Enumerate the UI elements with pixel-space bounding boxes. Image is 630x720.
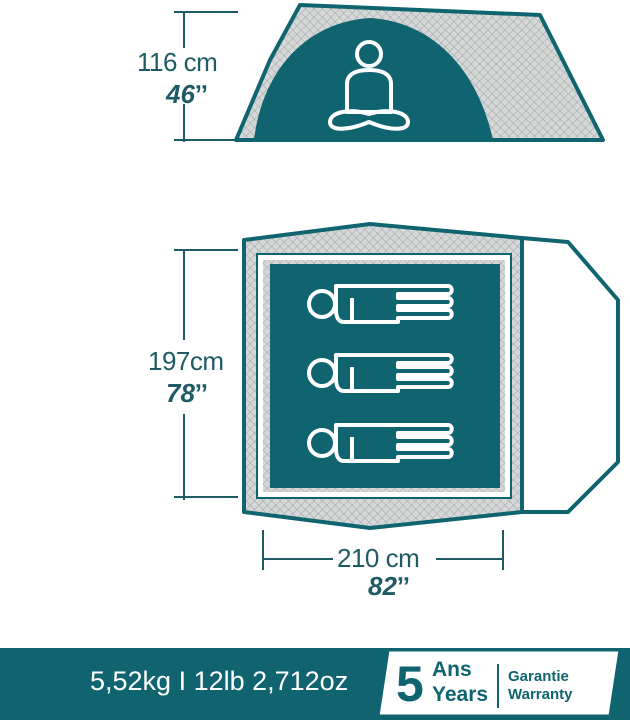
warranty-ans: Ans xyxy=(432,658,472,681)
side-view xyxy=(174,3,605,142)
vestibule xyxy=(520,236,620,514)
warranty-divider xyxy=(497,664,499,708)
side-inner-dome xyxy=(254,18,493,140)
side-height-dimension xyxy=(174,11,238,142)
side-height-in: 46ˮ xyxy=(166,79,208,109)
warranty-badge xyxy=(378,648,622,718)
sleeping-area xyxy=(270,264,500,488)
floor-length-in: 78ˮ xyxy=(166,378,208,408)
side-height-cm: 116 cm xyxy=(137,47,218,77)
floor-width-cm: 210 cm xyxy=(337,543,420,573)
garantie-label: Garantie xyxy=(508,668,569,685)
warranty-number: 5 xyxy=(396,656,424,712)
warranty-label: Warranty xyxy=(508,686,573,703)
floor-width-in: 82ˮ xyxy=(368,571,410,601)
warranty-years: Years xyxy=(432,683,489,706)
lying-person-icon xyxy=(307,423,454,463)
floor-length-cm: 197cm xyxy=(148,346,224,376)
floor-width-dimension xyxy=(262,530,504,570)
floor-view xyxy=(174,222,620,570)
lying-person-icon xyxy=(307,353,454,393)
seated-person-icon xyxy=(328,40,410,131)
weight-label: 5,52kg I 12lb 2,712oz xyxy=(90,666,349,696)
floor-length-dimension xyxy=(174,249,238,500)
lying-person-icon xyxy=(307,284,454,324)
